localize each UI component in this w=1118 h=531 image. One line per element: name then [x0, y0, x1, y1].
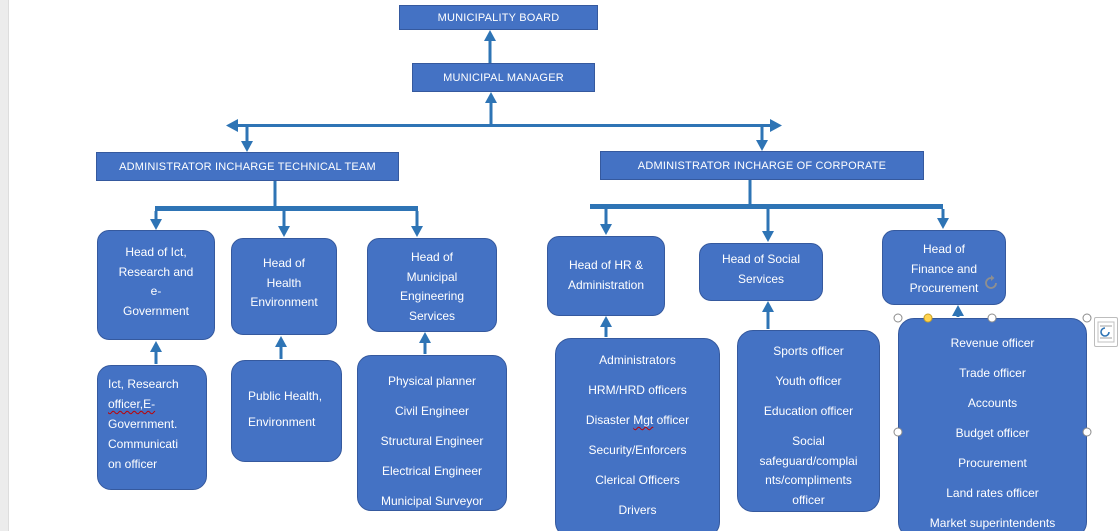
- staff-ict-line: Government.: [108, 417, 178, 431]
- staff-finance-line: Trade officer: [959, 366, 1026, 380]
- staff-finance-line: Budget officer: [955, 426, 1030, 440]
- selection-handle-top-center[interactable]: [987, 313, 997, 323]
- staff-ict-line: Communicati: [108, 437, 179, 451]
- selection-handle-top-left[interactable]: [893, 313, 903, 323]
- staff-social-line: nts/compliments: [765, 473, 852, 487]
- staff-finance-line: Revenue officer: [950, 336, 1035, 350]
- connector-staff-links: [150, 301, 964, 364]
- staff-social-line: Youth officer: [775, 374, 842, 388]
- staff-engineering-line: Municipal Surveyor: [380, 494, 484, 508]
- staff-finance-line: Market superintendents: [929, 516, 1056, 530]
- admin-corporate-label: ADMINISTRATOR INCHARGE OF CORPORATE: [637, 159, 887, 172]
- municipal-manager-label: MUNICIPAL MANAGER: [443, 71, 564, 84]
- admin-technical-box[interactable]: ADMINISTRATOR INCHARGE TECHNICAL TEAM: [96, 152, 399, 181]
- head-social-line: Head of Social: [721, 252, 801, 266]
- admin-technical-label: ADMINISTRATOR INCHARGE TECHNICAL TEAM: [119, 160, 376, 173]
- head-engineering-box[interactable]: Head of Municipal Engineering Services: [367, 238, 497, 332]
- head-social-box[interactable]: Head of Social Services: [699, 243, 823, 301]
- staff-ict-box[interactable]: Ict, Research officer,E- Government. Com…: [97, 365, 207, 490]
- head-ict-line: Government: [122, 303, 190, 318]
- connector-manager-split: [226, 92, 782, 152]
- head-ict-line: e-: [150, 284, 162, 298]
- staff-finance-box[interactable]: Revenue officer Trade officer Accounts B…: [898, 318, 1087, 531]
- staff-social-line: Sports officer: [773, 344, 844, 358]
- head-engineering-line: Municipal: [406, 269, 458, 284]
- head-social-line: Services: [737, 271, 784, 286]
- staff-hr-line: Administrators: [599, 353, 676, 367]
- staff-ict-line-misspelled: officer,E-: [108, 397, 156, 411]
- selection-handle-mid-left[interactable]: [893, 427, 903, 437]
- admin-corporate-box[interactable]: ADMINISTRATOR INCHARGE OF CORPORATE: [600, 151, 924, 180]
- head-health-box[interactable]: Head of Health Environment: [231, 238, 337, 335]
- staff-engineering-line: Physical planner: [387, 374, 477, 388]
- staff-hr-line: Security/Enforcers: [588, 443, 687, 457]
- staff-hr-box[interactable]: Administrators HRM/HRD officers Disaster…: [555, 338, 720, 531]
- head-engineering-line: Engineering: [399, 289, 465, 303]
- connector-technical-subtree: [150, 181, 423, 237]
- selection-handle-top-right[interactable]: [1082, 313, 1092, 323]
- staff-hr-line: HRM/HRD officers: [588, 383, 687, 397]
- staff-finance-line: Land rates officer: [946, 486, 1039, 500]
- municipal-manager-box[interactable]: MUNICIPAL MANAGER: [412, 63, 595, 92]
- head-engineering-line: Services: [408, 308, 455, 323]
- staff-engineering-line: Electrical Engineer: [381, 464, 483, 478]
- staff-social-line: Education officer: [763, 404, 854, 418]
- staff-social-line: officer: [792, 492, 825, 507]
- connector-board-manager: [484, 30, 496, 63]
- staff-health-line: Environment: [248, 415, 316, 429]
- rotate-handle-icon[interactable]: [982, 274, 1000, 297]
- connector-corporate-subtree: [590, 180, 949, 242]
- staff-finance-line: Accounts: [967, 396, 1018, 410]
- staff-social-line: safeguard/complai: [759, 453, 858, 468]
- staff-finance-line: Procurement: [958, 456, 1027, 470]
- head-health-line: Head of: [262, 256, 306, 270]
- staff-hr-line: Clerical Officers: [595, 473, 680, 487]
- adjust-handle[interactable]: [923, 313, 933, 323]
- head-finance-line: Procurement: [909, 281, 979, 295]
- staff-engineering-line: Civil Engineer: [394, 404, 470, 418]
- head-finance-line: Finance and: [910, 261, 978, 276]
- head-ict-line: Head of Ict,: [125, 245, 187, 259]
- staff-hr-line: Disaster Mgt officer: [585, 413, 690, 427]
- staff-social-line: Social: [792, 434, 825, 448]
- municipality-board-box[interactable]: MUNICIPALITY BOARD: [399, 5, 598, 30]
- head-finance-box[interactable]: Head of Finance and Procurement: [882, 230, 1006, 305]
- layout-options-icon[interactable]: [1094, 317, 1118, 347]
- head-hr-line: Administration: [567, 277, 645, 292]
- head-health-line: Environment: [250, 295, 318, 309]
- staff-engineering-line: Structural Engineer: [380, 434, 484, 448]
- staff-ict-line: on officer: [108, 457, 158, 471]
- municipality-board-label: MUNICIPALITY BOARD: [437, 11, 560, 24]
- head-ict-box[interactable]: Head of Ict, Research and e- Government: [97, 230, 215, 340]
- head-finance-line: Head of: [922, 242, 966, 256]
- page-left-margin: [0, 0, 9, 531]
- selection-handle-mid-right[interactable]: [1082, 427, 1092, 437]
- staff-ict-line: Ict, Research: [108, 377, 179, 391]
- head-hr-box[interactable]: Head of HR & Administration: [547, 236, 665, 316]
- staff-hr-line: Drivers: [618, 503, 657, 517]
- head-ict-line: Research and: [118, 264, 194, 279]
- head-hr-line: Head of HR &: [568, 258, 644, 272]
- misspelled-word: Mgt: [633, 413, 654, 427]
- staff-engineering-box[interactable]: Physical planner Civil Engineer Structur…: [357, 355, 507, 511]
- head-health-line: Health: [266, 275, 302, 290]
- head-engineering-line: Head of: [410, 250, 454, 264]
- staff-health-box[interactable]: Public Health, Environment: [231, 360, 342, 462]
- staff-health-line: Public Health,: [248, 389, 323, 403]
- staff-social-box[interactable]: Sports officer Youth officer Education o…: [737, 330, 880, 512]
